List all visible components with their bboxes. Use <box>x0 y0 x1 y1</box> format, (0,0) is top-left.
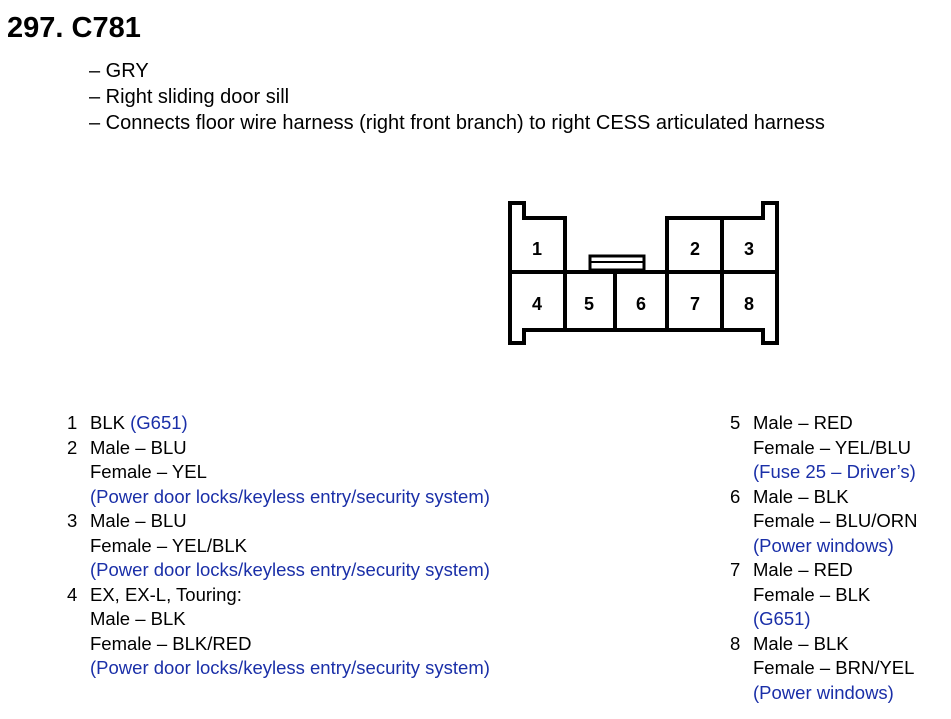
cavity-4: 4 <box>532 294 542 314</box>
pin-number: 1 <box>67 412 78 433</box>
pin-line: (Power door locks/keyless entry/security… <box>90 485 490 510</box>
pin-wire-text: Female – YEL/BLK <box>90 534 247 556</box>
pin-entry: 1 BLK (G651) <box>67 411 490 436</box>
pin-line: Female – BRN/YEL <box>753 656 918 681</box>
pin-number: 6 <box>730 485 741 507</box>
pin-entry: 7 Male – RED Female – BLK (G651) <box>730 558 918 632</box>
pin-wire-text: Female – YEL <box>90 461 207 482</box>
cavity-1: 1 <box>532 239 542 259</box>
pin-entry: 5 Male – RED Female – YEL/BLU (Fuse 25 – Dr… <box>730 411 918 485</box>
connector-title: 297. C781 <box>7 11 141 45</box>
pin-wire-text: Female – BRN/YEL <box>753 657 915 678</box>
pin-wire-text: Male – BLU <box>90 436 187 458</box>
pin-wire-text: Male – BLK <box>753 632 849 654</box>
cavity-3: 3 <box>744 239 754 259</box>
pin-wire-text: Female – BLU/ORN <box>753 510 918 531</box>
pin-line: Male – BLK <box>90 607 490 632</box>
pin-wire-text: Female – BLK/RED <box>90 632 252 654</box>
detail-color: – GRY <box>89 60 149 82</box>
pin-wire-text: Male – BLK <box>90 608 186 629</box>
pin-line: (Power door locks/keyless entry/security… <box>90 656 490 681</box>
pin-reference: (Power door locks/keyless entry/security… <box>90 559 490 580</box>
connector-face-diagram: 1 2 3 4 5 6 7 8 <box>508 201 779 345</box>
pin-reference: (Power windows) <box>753 681 894 703</box>
connector-details: – GRY – Right sliding door sill – Connec… <box>89 58 825 136</box>
pin-line: (Power door locks/keyless entry/security… <box>90 558 490 583</box>
pin-number: 7 <box>730 559 741 580</box>
pin-entry: 2 Male – BLU Female – YEL (Power door locks… <box>67 436 490 510</box>
pin-line: Female – YEL/BLU <box>753 436 918 461</box>
pin-wire-text: Male – RED <box>753 412 853 433</box>
pin-line: Male – BLU <box>90 509 490 534</box>
cavity-5: 5 <box>584 294 594 314</box>
pin-line: BLK (G651) <box>90 411 490 436</box>
pin-line: Male – BLK <box>753 632 918 657</box>
pin-line: Female – BLK <box>753 583 918 608</box>
pin-reference: (G651) <box>753 608 811 629</box>
cavity-7: 7 <box>690 294 700 314</box>
pin-line: Male – BLU <box>90 436 490 461</box>
pin-reference: (Power windows) <box>753 534 894 556</box>
pin-line: Female – YEL <box>90 460 490 485</box>
pin-number: 2 <box>67 436 78 458</box>
pin-wire-text: BLK <box>90 412 131 433</box>
pin-number: 8 <box>730 632 741 654</box>
pin-reference: (Fuse 25 – Driver’s) <box>753 461 916 482</box>
pin-wire-text: Male – BLK <box>753 485 849 507</box>
pin-wire-text: Male – RED <box>753 559 853 580</box>
pin-entry: 6 Male – BLK Female – BLU/ORN (Power window… <box>730 485 918 559</box>
pin-reference: (Power door locks/keyless entry/security… <box>90 657 490 678</box>
pin-entry: 4 EX, EX-L, Touring: Male – BLK Female – BL… <box>67 583 490 681</box>
pin-wire-text: Male – BLU <box>90 510 187 531</box>
cavity-2: 2 <box>690 239 700 259</box>
pin-line: (Power windows) <box>753 534 918 559</box>
pin-wire-text: Female – YEL/BLU <box>753 436 912 458</box>
pin-reference: (G651) <box>130 412 188 433</box>
pin-number: 4 <box>67 583 78 605</box>
pin-wire-text: Female – BLK <box>753 583 871 605</box>
pin-line: (Fuse 25 – Driver’s) <box>753 460 918 485</box>
cavity-8: 8 <box>744 294 754 314</box>
pin-line: Male – RED <box>753 411 918 436</box>
pin-wire-text: EX, EX-L, Touring: <box>90 583 242 605</box>
pin-line: (Power windows) <box>753 681 918 706</box>
pin-line: EX, EX-L, Touring: <box>90 583 490 608</box>
connector-code: C781 <box>71 12 141 44</box>
cavity-6: 6 <box>636 294 646 314</box>
pin-reference: (Power door locks/keyless entry/security… <box>90 485 490 507</box>
pin-line: (G651) <box>753 607 918 632</box>
connector-number: 297. <box>7 12 64 44</box>
detail-connection: – Connects floor wire harness (right fro… <box>89 112 825 134</box>
pin-entry: 3 Male – BLU Female – YEL/BLK (Power door l… <box>67 509 490 583</box>
pin-entry: 8 Male – BLK Female – BRN/YEL (Power window… <box>730 632 918 706</box>
pin-number: 3 <box>67 510 78 531</box>
pin-line: Female – BLK/RED <box>90 632 490 657</box>
pin-line: Female – BLU/ORN <box>753 509 918 534</box>
pin-line: Male – RED <box>753 558 918 583</box>
detail-location: – Right sliding door sill <box>89 86 290 108</box>
pin-number: 5 <box>730 412 741 433</box>
pin-line: Female – YEL/BLK <box>90 534 490 559</box>
pin-line: Male – BLK <box>753 485 918 510</box>
